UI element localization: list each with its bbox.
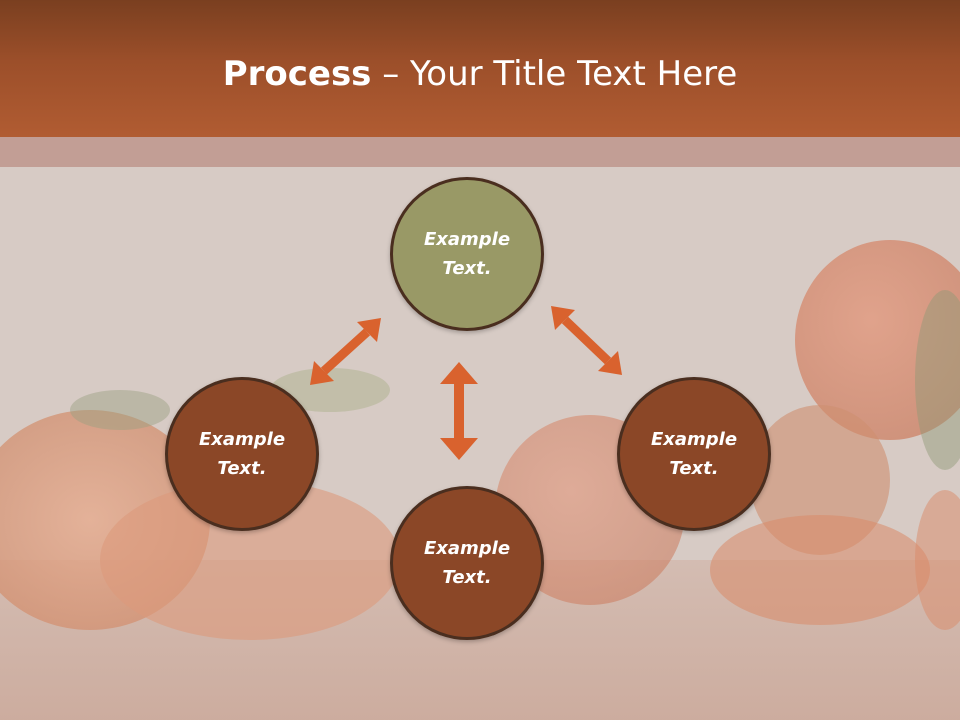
double-arrow-right [551, 306, 622, 375]
slide-title-strong: Process [222, 54, 372, 94]
node-left-text: Example Text. [198, 429, 286, 479]
node-top: Example Text. [390, 177, 544, 331]
slide-title-rest: – Your Title Text Here [371, 54, 738, 94]
title-bar [0, 0, 960, 137]
node-bottom-text: Example Text. [423, 538, 511, 588]
node-left: Example Text. [165, 377, 319, 531]
node-bottom: Example Text. [390, 486, 544, 640]
double-arrow-left [310, 318, 381, 385]
title-sub-band [0, 137, 960, 167]
node-right-text: Example Text. [650, 429, 738, 479]
slide-title: Process – Your Title Text Here [0, 52, 960, 96]
double-arrow-vertical [440, 362, 478, 460]
node-top-text: Example Text. [423, 229, 511, 279]
node-right: Example Text. [617, 377, 771, 531]
